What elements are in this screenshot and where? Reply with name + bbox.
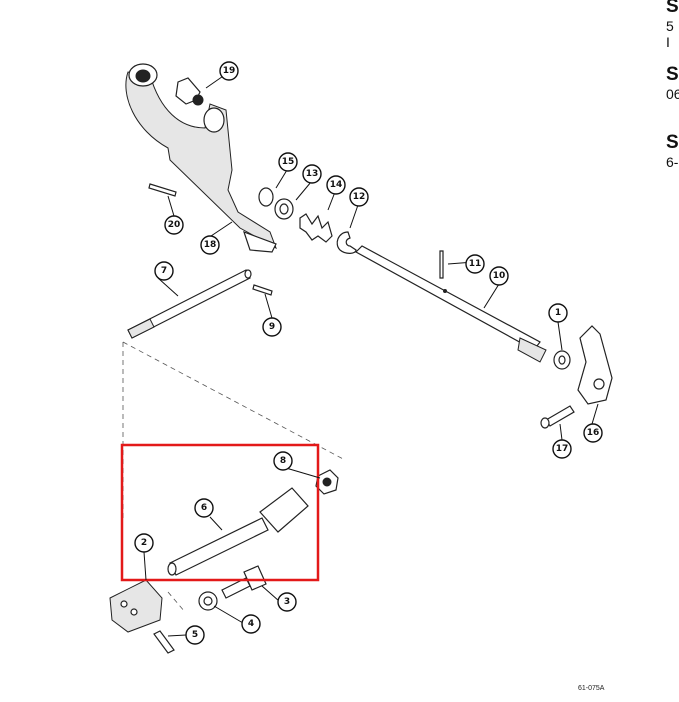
pin-part-19 (175, 77, 204, 106)
pin-part-11 (439, 250, 444, 279)
washer-part-13 (274, 198, 294, 220)
callout-15: 15 (278, 152, 298, 172)
callout-3-label: 3 (284, 597, 290, 607)
callout-1-label: 1 (555, 308, 561, 318)
callout-14: 14 (326, 175, 346, 195)
callout-11: 11 (465, 254, 485, 274)
bolt-part-17 (540, 405, 575, 429)
callout-16: 16 (583, 423, 603, 443)
callout-11-label: 11 (469, 259, 482, 269)
pin-part-5 (153, 630, 175, 654)
nut-part-8 (315, 469, 339, 495)
figure-code: 61-075A (578, 685, 605, 692)
callout-5: 5 (185, 625, 205, 645)
callout-16-label: 16 (587, 428, 600, 438)
callout-20: 20 (164, 215, 184, 235)
alignment-dashed-line-diagonal (122, 341, 346, 461)
callout-9: 9 (262, 317, 282, 337)
callout-6-label: 6 (201, 503, 207, 513)
side-heading-2-title: S (666, 64, 679, 85)
callout-9-label: 9 (269, 322, 275, 332)
side-heading-1: S 5 I (666, 0, 679, 50)
callout-18-label: 18 (204, 240, 217, 250)
callout-1: 1 (548, 303, 568, 323)
callout-17: 17 (552, 439, 572, 459)
callout-6: 6 (194, 498, 214, 518)
callout-7: 7 (154, 261, 174, 281)
side-heading-2-sub: 06 (666, 86, 679, 102)
washer-part-1 (553, 350, 571, 370)
block-part-2 (109, 579, 163, 633)
side-heading-3: S 6- (666, 132, 679, 170)
bolt-part-3 (221, 565, 267, 599)
shift-fork-part-18 (125, 63, 277, 253)
callout-3: 3 (277, 592, 297, 612)
side-heading-3-sub: 6- (666, 154, 679, 170)
rod-part-7 (127, 269, 252, 339)
callout-18: 18 (200, 235, 220, 255)
side-heading-1-sub: 5 I (666, 18, 674, 50)
shaft-part-6 (167, 487, 309, 576)
callout-4: 4 (241, 614, 261, 634)
callout-19-label: 19 (223, 66, 236, 76)
callout-8-label: 8 (280, 456, 286, 466)
callout-5-label: 5 (192, 630, 198, 640)
callout-4-label: 4 (248, 619, 254, 629)
callout-10: 10 (489, 266, 509, 286)
callout-2: 2 (134, 533, 154, 553)
snap-ring-part-15 (258, 187, 274, 207)
callout-15-label: 15 (282, 157, 295, 167)
side-heading-1-title: S (666, 0, 679, 17)
callout-2-label: 2 (141, 538, 147, 548)
spring-part-14 (299, 213, 333, 243)
side-heading-3-title: S (666, 132, 679, 153)
roll-pin-part-20 (148, 183, 177, 197)
alignment-dashed-line-lower (167, 591, 186, 613)
callout-17-label: 17 (556, 444, 569, 454)
shift-rail-part-10 (355, 245, 547, 363)
callout-13: 13 (302, 164, 322, 184)
callout-13-label: 13 (306, 169, 319, 179)
washer-part-4 (198, 591, 218, 611)
arm-part-16 (577, 325, 613, 405)
callout-12: 12 (349, 187, 369, 207)
callout-19: 19 (219, 61, 239, 81)
highlight-box (120, 443, 320, 582)
callout-14-label: 14 (330, 180, 343, 190)
callout-8: 8 (273, 451, 293, 471)
callout-12-label: 12 (353, 192, 366, 202)
callout-7-label: 7 (161, 266, 167, 276)
side-heading-2: S 06 (666, 64, 679, 102)
callout-10-label: 10 (493, 271, 506, 281)
pin-part-9 (252, 284, 273, 296)
clip-part-12 (336, 231, 357, 254)
callout-20-label: 20 (168, 220, 181, 230)
